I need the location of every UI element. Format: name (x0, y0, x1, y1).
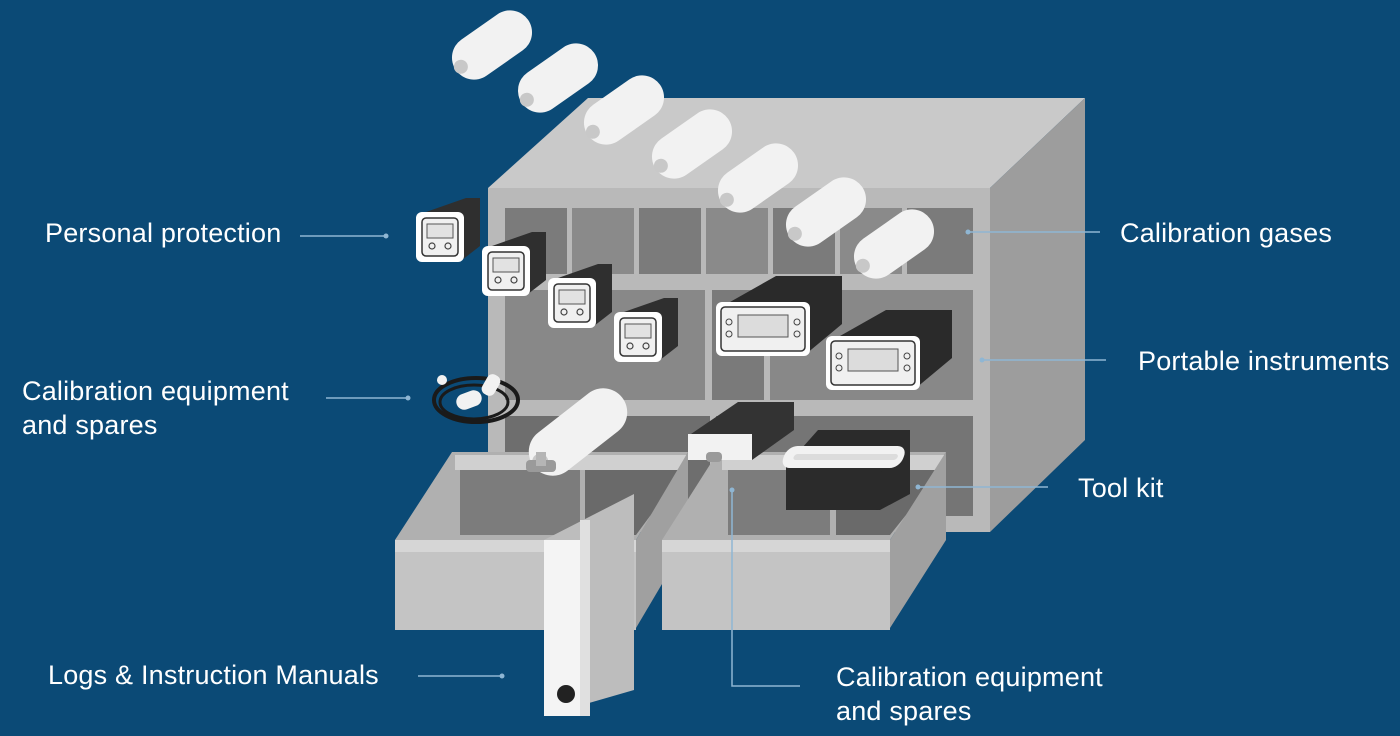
cabinet-side (990, 98, 1085, 532)
gas-cylinder (517, 43, 599, 113)
label-portable-instruments: Portable instruments (1138, 344, 1390, 378)
personal-detector (614, 298, 678, 362)
label-personal-protection: Personal protection (45, 216, 281, 250)
tool-kit-case (782, 430, 910, 510)
label-line-1: Calibration equipment (836, 662, 1103, 692)
portable-instruments (716, 276, 952, 390)
label-line-2: and spares (836, 696, 972, 726)
label-tool-kit: Tool kit (1078, 471, 1164, 505)
label-calibration-gases: Calibration gases (1120, 216, 1332, 250)
label-logs-manuals: Logs & Instruction Manuals (48, 658, 379, 692)
gas-cylinders (451, 10, 935, 279)
gas-cylinder (853, 209, 935, 279)
label-calibration-equipment-left: Calibration equipment and spares (22, 374, 289, 442)
label-text: Portable instruments (1138, 346, 1390, 376)
portable-instrument (826, 310, 952, 390)
regulator (526, 452, 556, 472)
personal-detector (482, 232, 546, 296)
label-text: Logs & Instruction Manuals (48, 660, 379, 690)
calibration-box (688, 402, 794, 462)
leader-calibration-equipment-bottom (731, 490, 800, 687)
leader-lines (300, 229, 1106, 687)
label-line-2: and spares (22, 410, 158, 440)
left-drawer (395, 452, 688, 630)
manual-binder (544, 494, 634, 716)
personal-detector (416, 198, 480, 262)
label-text: Tool kit (1078, 473, 1164, 503)
label-calibration-equipment-bottom: Calibration equipment and spares (836, 660, 1103, 728)
personal-detector (548, 264, 612, 328)
gas-cylinder (583, 75, 665, 145)
gas-cylinder (651, 109, 733, 179)
portable-instrument (716, 276, 842, 356)
gas-cylinder (717, 143, 799, 213)
label-text: Calibration gases (1120, 218, 1333, 248)
label-line-1: Calibration equipment (22, 376, 289, 406)
gas-cylinder (785, 177, 867, 247)
label-text: Personal protection (45, 218, 282, 248)
gas-cylinder (451, 10, 533, 80)
calibration-hose (432, 374, 520, 424)
personal-gas-detectors (416, 198, 678, 362)
